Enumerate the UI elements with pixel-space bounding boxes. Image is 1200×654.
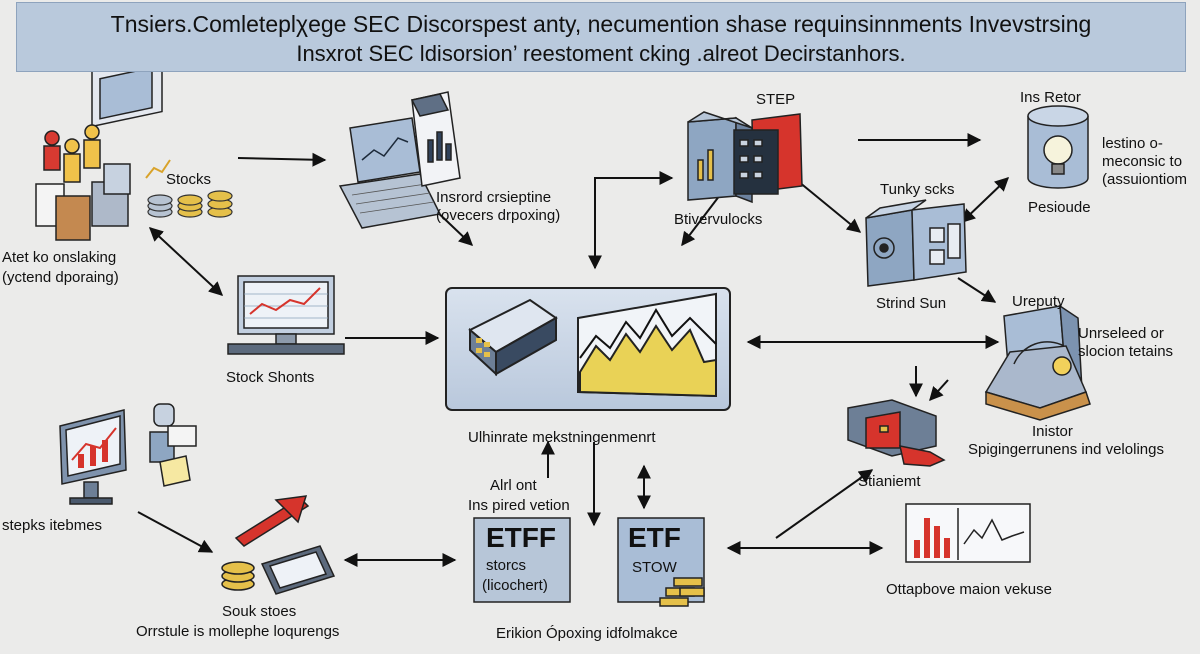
stocks-coins-icon [145, 159, 233, 218]
ulti-label: Ulhinrate mekstningenmenrt [468, 429, 656, 446]
insrord-label-2: (ovecers drpoxing) [436, 207, 561, 224]
inistor-label-2: Spigingerrunens ind velolings [968, 441, 1164, 458]
atek-label-2: (yctend dporaing) [2, 269, 119, 286]
server-blocks-icon [687, 111, 803, 204]
souk-label-2: Orrstule is mollephe loqurengs [136, 623, 340, 640]
growth-monitor-icon [59, 409, 127, 505]
atek-label-1: Atet ko onslaking [2, 249, 117, 266]
bar-card-icon [905, 503, 1031, 563]
person-icon [149, 403, 197, 487]
ureputy-label: Ureputy [1012, 293, 1065, 310]
unrseleed-label-2: slocion tetains [1078, 343, 1174, 360]
etff-sub-2: (licochert) [482, 577, 548, 594]
etf-title: ETF [628, 522, 681, 553]
stock-shonts-label: Stock Shonts [226, 369, 315, 386]
btiver-label: Btivervulocks [674, 211, 763, 228]
desktop-chart-icon [227, 275, 345, 355]
strind-label: Strind Sun [876, 295, 947, 312]
title-line-2: Insxrot SEC ldisorsion’ reestoment cking… [296, 41, 906, 66]
lestino-label-3: (assuiontiom [1102, 171, 1188, 188]
unrseleed-label-1: Unrseleed or [1078, 325, 1164, 342]
inistor-label-1: Inistor [1032, 423, 1073, 440]
central-hub-icon [445, 287, 731, 411]
souk-label-1: Souk stoes [222, 603, 297, 620]
ottapbove-label: Ottapbove maion vekuse [886, 581, 1052, 598]
connector-arrows [137, 133, 1010, 567]
lestino-label-2: meconsic to [1102, 153, 1183, 170]
etff-sub-1: storcs [486, 557, 527, 574]
alr-ont-label-2: Ins pired vetion [468, 497, 570, 514]
gear-blocks-icon [865, 199, 967, 287]
title-banner: Tnsiers.Comleteplχege SEC Discorspest an… [16, 2, 1186, 72]
brick-icon [847, 399, 946, 467]
document-chart-icon [410, 91, 461, 187]
scale-icon [984, 304, 1091, 421]
people-icon [35, 52, 163, 241]
stepks-label: stepks itebmes [2, 517, 103, 534]
insretor-label: Ins Retor [1020, 89, 1081, 106]
etff-title: ETFF [486, 522, 556, 553]
pesioude-label: Pesioude [1028, 199, 1091, 216]
stocks-label: Stocks [166, 171, 212, 188]
etf-boxes [473, 517, 705, 607]
title-line-1: Tnsiers.Comleteplχege SEC Discorspest an… [110, 11, 1092, 37]
lestino-label-1: lestino o- [1102, 135, 1163, 152]
step-label: STEP [756, 91, 796, 108]
laptop-chart-icon [338, 117, 442, 229]
lightbulb-icon [1027, 105, 1089, 189]
insrord-label-1: Insrord crsieptine [436, 189, 552, 206]
etf-sub: STOW [632, 559, 677, 576]
erikion-label: Erikion Ópoxing idfolmakce [496, 625, 678, 642]
stianiemt-label: Stianiemt [858, 473, 921, 490]
alr-ont-label-1: Alrl ont [490, 477, 537, 494]
tunky-label: Tunky scks [880, 181, 955, 198]
coins-card-icon [221, 495, 336, 595]
